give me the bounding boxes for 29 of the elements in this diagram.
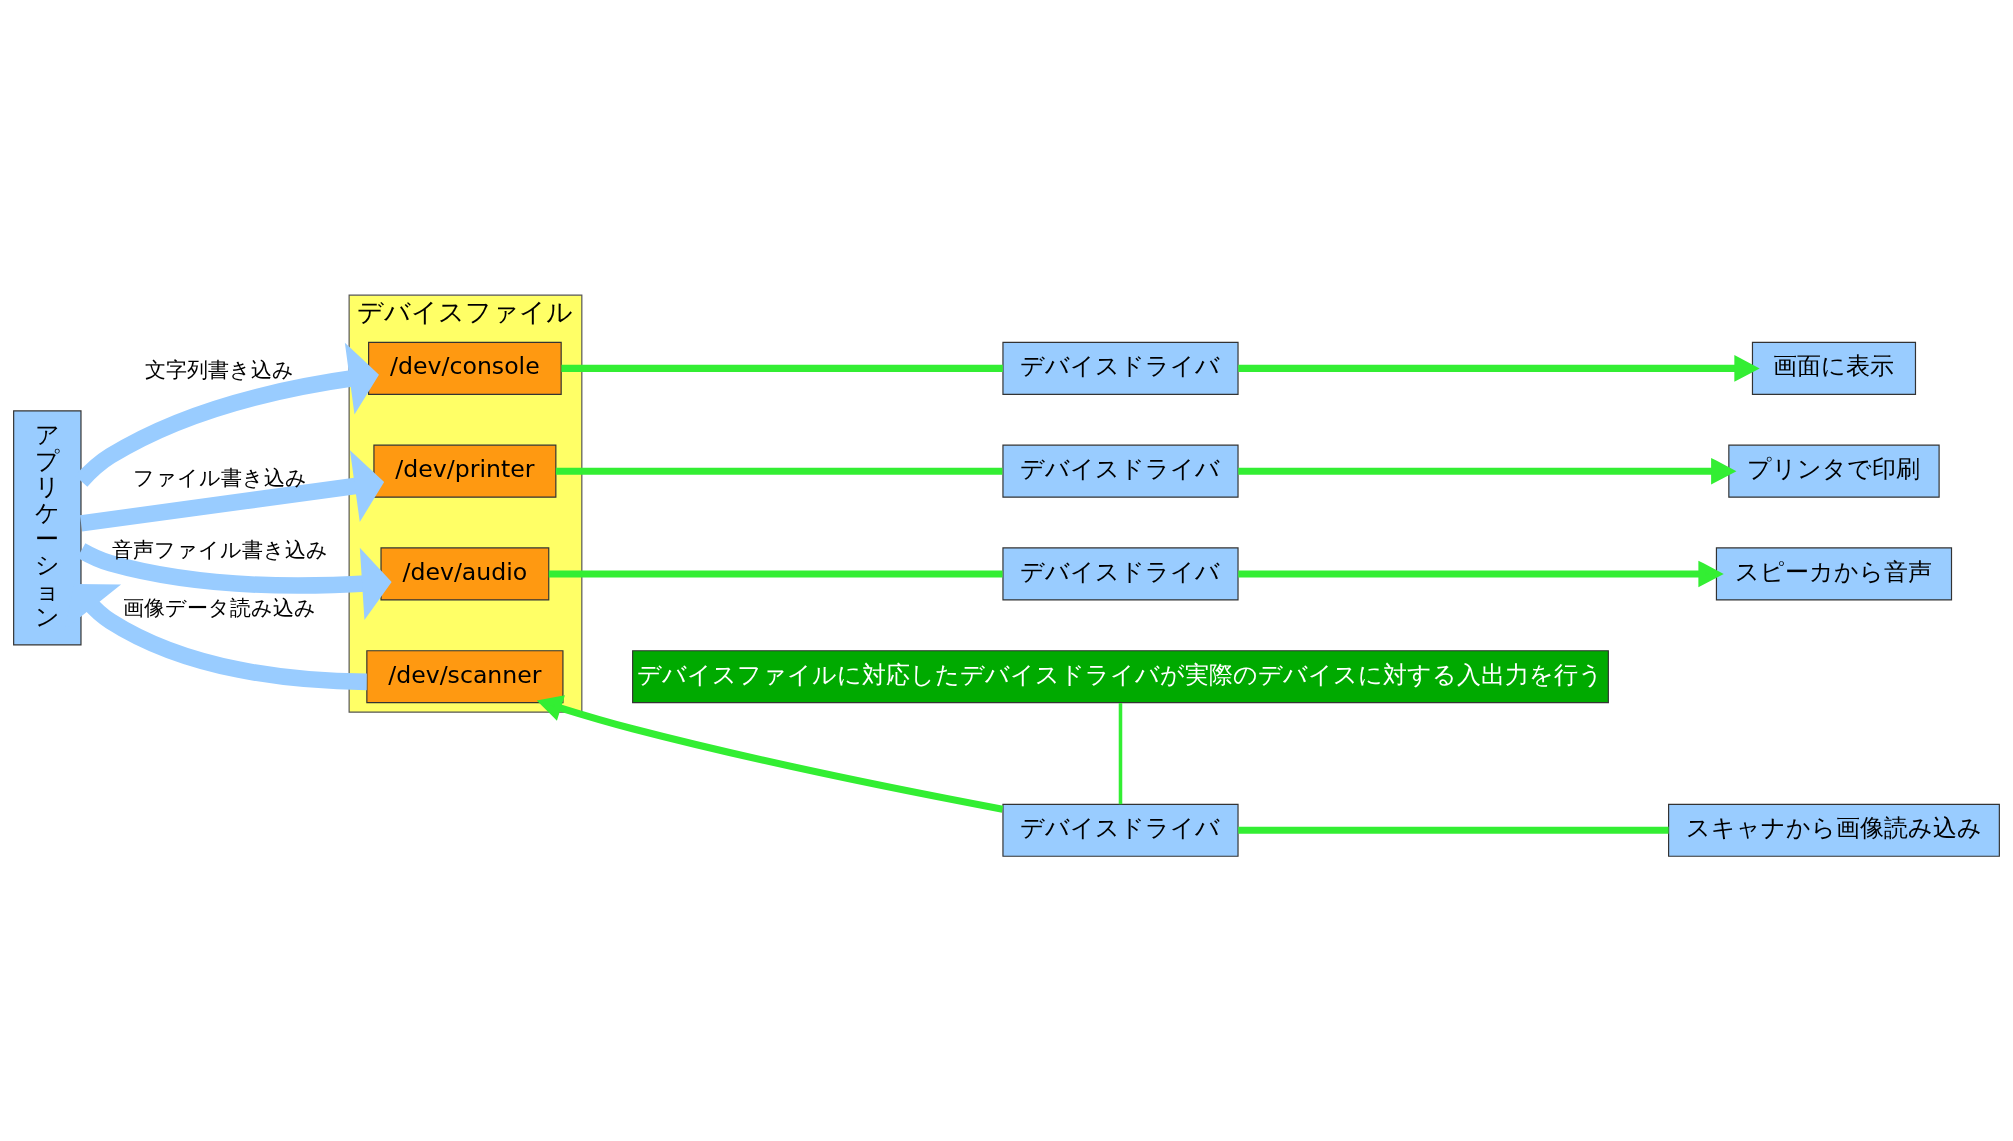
node-box: スピーカから音声 — [1715, 546, 1953, 601]
connector — [1238, 826, 1669, 834]
node-box: アプリケーション — [13, 409, 82, 645]
node-box: /dev/console — [368, 341, 562, 395]
node-box: デバイスファイルに対応したデバイスドライバが実際のデバイスに対する入出力を行う — [632, 649, 1609, 703]
edge-label: 音声ファイル書き込み — [111, 536, 328, 562]
connector — [548, 569, 1003, 577]
node-box: デバイスドライバ — [1002, 444, 1239, 498]
edge-label: ファイル書き込み — [132, 464, 307, 490]
node-box: デバイスドライバ — [1002, 803, 1239, 857]
node-box: /dev/printer — [373, 444, 557, 498]
arrow — [77, 542, 392, 620]
connector — [1118, 702, 1123, 804]
node-box: プリンタで印刷 — [1728, 444, 1940, 498]
edge-label: 画像データ読み込み — [123, 594, 317, 620]
arrow — [1238, 354, 1760, 382]
node-box: デバイスドライバ — [1002, 546, 1239, 601]
node-box: 画面に表示 — [1751, 341, 1917, 395]
node-box: デバイスドライバ — [1002, 341, 1239, 395]
arrow — [1238, 560, 1724, 587]
arrow — [1238, 457, 1737, 484]
arrow — [536, 694, 1004, 813]
node-box: /dev/scanner — [366, 649, 564, 703]
edge-label: 文字列書き込み — [145, 356, 295, 382]
arrow — [79, 449, 385, 532]
node-box: /dev/audio — [380, 546, 550, 601]
node-box: スキャナから画像読み込み — [1668, 803, 2000, 857]
connector — [555, 467, 1003, 475]
connector — [561, 364, 1003, 372]
